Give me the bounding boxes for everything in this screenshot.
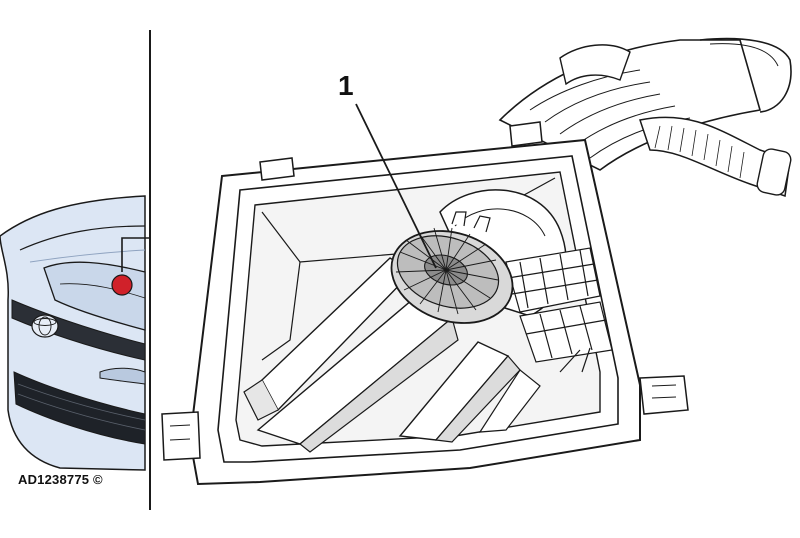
lower-grille [13,371,146,445]
image-code: AD1238775 © [18,472,103,487]
check-valve-part [390,211,514,324]
emblem [31,314,59,338]
intake-hose [498,37,792,198]
callout-number: 1 [338,70,354,101]
callout-leader-line [355,103,437,269]
lattice [505,247,613,373]
locator-leader-line [121,237,150,272]
air-filter-housing [161,121,689,486]
location-marker [111,274,133,296]
car-locator-inset [0,195,150,471]
